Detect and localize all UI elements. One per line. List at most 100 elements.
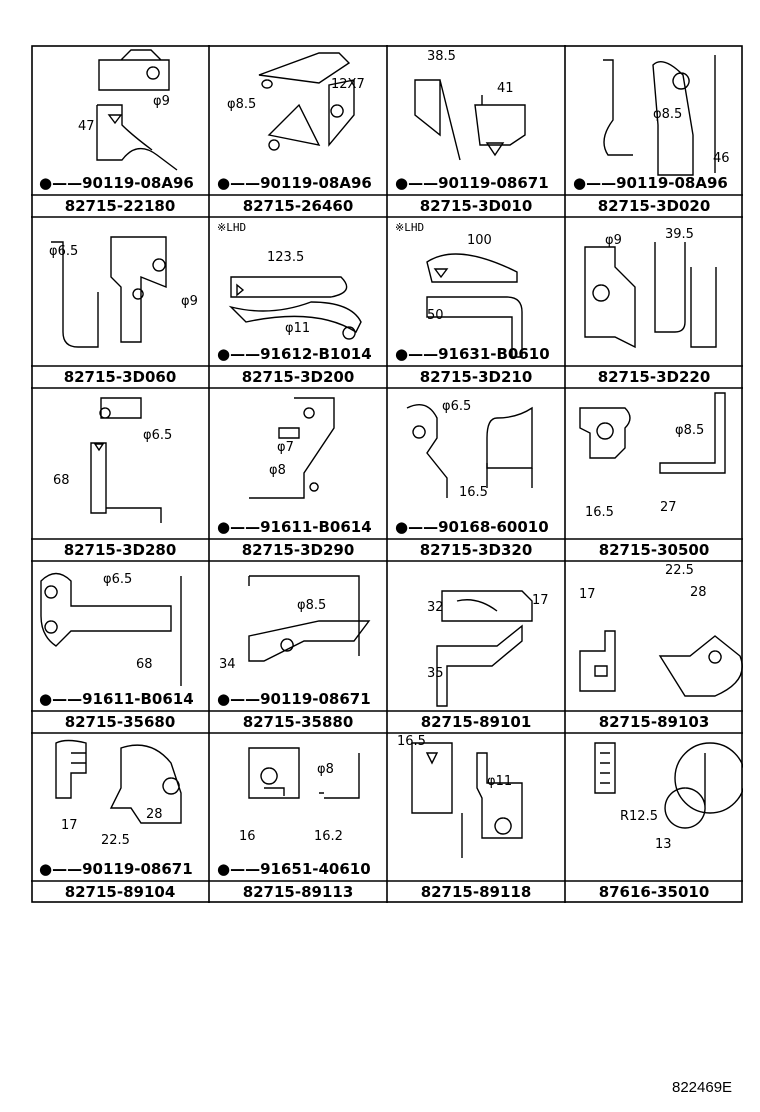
- fastener-part-number: ●——90119-08A96: [217, 174, 372, 192]
- bracket-part-number: 82715-26460: [242, 197, 354, 215]
- dimension-label: 41: [497, 81, 514, 96]
- dimension-label: 38.5: [427, 49, 456, 64]
- part-sketch: [584, 242, 717, 349]
- part-cell: φ7 φ8 ●——91611-B0614 82715-3D290: [209, 388, 387, 561]
- part-cell: φ8.5 34 ●——90119-08671 82715-35880: [209, 561, 387, 733]
- dimension-label: φ7: [277, 440, 294, 455]
- dimension-label: 22.5: [665, 563, 694, 578]
- dimension-label: φ8.5: [297, 598, 327, 613]
- bracket-part-number: 82715-3D290: [241, 541, 355, 559]
- fastener-part-number: ●——91611-B0614: [39, 690, 194, 708]
- dimension-label: φ8: [317, 762, 334, 777]
- part-sketch: [406, 404, 533, 498]
- dimension-label: φ9: [181, 294, 198, 309]
- dimension-label: 12X7: [331, 77, 365, 92]
- dimension-label: φ8.5: [653, 107, 683, 122]
- dimension-label: φ8.5: [675, 423, 705, 438]
- dimension-label: 16.5: [585, 505, 614, 520]
- bracket-part-number: 82715-3D020: [597, 197, 711, 215]
- dimension-label: 16.5: [459, 485, 488, 500]
- dimension-label: 17: [532, 593, 549, 608]
- dimension-label: 34: [219, 657, 236, 672]
- bracket-part-number: 82715-30500: [598, 541, 710, 559]
- bracket-part-number: 82715-3D200: [241, 368, 355, 386]
- dimension-label: 17: [61, 818, 78, 833]
- dimension-label: φ6.5: [442, 399, 472, 414]
- dimension-label: φ8: [269, 463, 286, 478]
- dimension-label: 13: [655, 837, 672, 852]
- part-sketch: [51, 236, 167, 348]
- grid-lines: [31, 45, 743, 903]
- dimension-label: φ6.5: [103, 572, 133, 587]
- part-sketch: [579, 392, 726, 474]
- dimension-label: 17: [579, 587, 596, 602]
- bracket-part-number: 82715-89104: [64, 883, 176, 901]
- dimension-label: 28: [146, 807, 163, 822]
- part-sketch: [414, 79, 526, 161]
- fastener-part-number: ●——90119-08671: [39, 860, 193, 878]
- part-sketch: [96, 49, 178, 171]
- dimension-label: 68: [136, 657, 153, 672]
- dimension-label: 16.2: [314, 829, 343, 844]
- bracket-part-number: 82715-3D280: [63, 541, 177, 559]
- dimension-label: φ9: [605, 233, 622, 248]
- lhd-note: ※LHD: [217, 221, 247, 234]
- part-sketch: [603, 55, 716, 176]
- dimension-label: 50: [427, 308, 444, 323]
- part-sketch: [90, 397, 162, 523]
- dimension-label: 16: [239, 829, 256, 844]
- bracket-part-number: 82715-89113: [242, 883, 354, 901]
- fastener-part-number: ●——90119-08671: [217, 690, 371, 708]
- dimension-label: φ9: [153, 94, 170, 109]
- part-sketch: [436, 590, 533, 707]
- part-sketch: [411, 742, 523, 858]
- dimension-label: 32: [427, 600, 444, 615]
- part-sketch: [258, 52, 355, 151]
- dimension-label: 35: [427, 666, 444, 681]
- fastener-part-number: ●——91611-B0614: [217, 518, 372, 536]
- dimension-label: φ11: [487, 774, 513, 789]
- bracket-part-number: 82715-3D210: [419, 368, 533, 386]
- dimension-label: φ8.5: [227, 97, 257, 112]
- part-sketch: [249, 397, 335, 499]
- part-cell: 38.5 41 ●——90119-08671 82715-3D010: [387, 45, 565, 217]
- part-cell: φ8.5 46 ●——90119-08A96 82715-3D020: [565, 45, 743, 217]
- dimension-label: φ6.5: [143, 428, 173, 443]
- part-sketch: [426, 253, 523, 358]
- dimension-label: 46: [713, 151, 730, 166]
- part-sketch: [594, 742, 743, 829]
- part-sketch: [579, 630, 743, 697]
- dimension-label: 47: [78, 119, 95, 134]
- part-cell: φ6.5 68 82715-3D280: [31, 388, 209, 561]
- bracket-part-number: 82715-35880: [242, 713, 354, 731]
- part-cell: φ8 16 16.2 ●——91651-40610 82715-89113: [209, 733, 387, 903]
- bracket-part-number: 87616-35010: [598, 883, 710, 901]
- bracket-part-number: 82715-3D220: [597, 368, 711, 386]
- dimension-label: 123.5: [267, 250, 305, 265]
- part-sketch: [248, 575, 371, 662]
- part-sketch: [40, 572, 182, 686]
- fastener-part-number: ●——91631-B0610: [395, 345, 550, 363]
- bracket-part-number: 82715-89103: [598, 713, 710, 731]
- fastener-part-number: ●——90119-08A96: [573, 174, 728, 192]
- fastener-part-number: ●——90119-08671: [395, 174, 549, 192]
- fastener-part-number: ●——90168-60010: [395, 518, 549, 536]
- fastener-part-number: ●——91651-40610: [217, 860, 371, 878]
- part-sketch: [55, 739, 182, 824]
- dimension-label: 28: [690, 585, 707, 600]
- dimension-label: 68: [53, 473, 70, 488]
- diagram-reference-number: 822469E: [672, 1079, 733, 1096]
- fastener-part-number: ●——91612-B1014: [217, 345, 372, 363]
- bracket-part-number: 82715-3D010: [419, 197, 533, 215]
